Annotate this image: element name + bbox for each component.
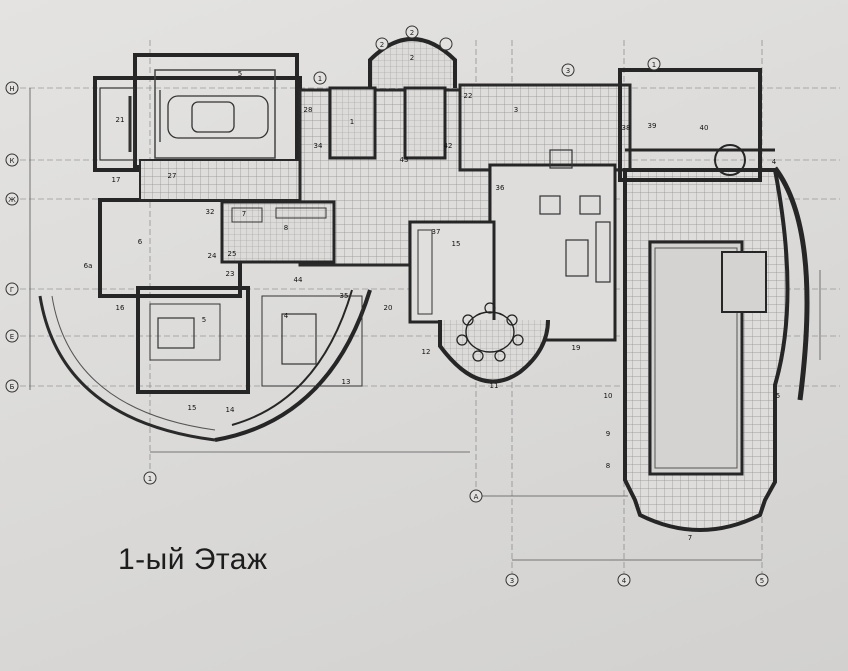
label-bath-8: 8 (284, 224, 288, 232)
label-room-14: 14 (226, 406, 235, 414)
label-room-7: 7 (688, 534, 692, 542)
label-room-12: 12 (422, 348, 431, 356)
car-outline (159, 90, 269, 142)
garage (133, 53, 299, 169)
top-marker-2b: 2 (410, 29, 414, 37)
label-bath-7: 7 (242, 210, 246, 218)
label-room-1: 1 (350, 118, 354, 126)
curved-gallery (214, 289, 372, 442)
label-room-43: 43 (400, 156, 409, 164)
bottom-marker-4: 4 (622, 577, 627, 585)
dimension-lines (29, 88, 821, 561)
floor-caption: 1-ый Этаж (118, 543, 268, 576)
label-room-20: 20 (384, 304, 393, 312)
grid-marker-circles (5, 25, 769, 587)
label-room-22: 22 (464, 92, 473, 100)
label-room-39: 39 (648, 122, 657, 130)
left-terrace-arc (38, 295, 216, 442)
label-room-4b: 4 (772, 158, 777, 166)
label-room-3: 3 (514, 106, 518, 114)
label-room-8b: 8 (606, 462, 610, 470)
label-hall-17: 17 (112, 176, 121, 184)
label-room-10: 10 (604, 392, 613, 400)
label-dining-11: 11 (490, 382, 499, 390)
label-room-35: 35 (340, 292, 349, 300)
bottom-marker-5: 5 (760, 577, 764, 585)
label-room-42: 42 (444, 142, 453, 150)
label-room-9: 9 (606, 430, 610, 438)
bottom-marker-3: 3 (510, 577, 514, 585)
label-room-4: 4 (284, 312, 289, 320)
label-garage: 21 (116, 116, 125, 124)
label-room-13: 13 (342, 378, 351, 386)
top-marker-1b: 1 (652, 61, 656, 69)
label-garage-top: 5 (238, 70, 242, 78)
round-shower (714, 144, 746, 176)
label-room-6a: 6а (84, 262, 93, 270)
living-room (488, 163, 617, 342)
label-room-28: 28 (304, 106, 313, 114)
right-upper-block (618, 68, 762, 182)
label-room-44: 44 (294, 276, 303, 284)
label-corridor-27: 27 (168, 172, 177, 180)
stair-tower (368, 37, 457, 88)
label-room-23: 23 (226, 270, 235, 278)
label-room-25: 25 (228, 250, 237, 258)
left-marker-g: Г (10, 286, 14, 294)
top-marker-3: 3 (566, 67, 570, 75)
bottom-marker-1: 1 (148, 475, 152, 483)
left-marker-zh: Ж (8, 196, 16, 204)
label-room-6: 6 (138, 238, 143, 246)
left-marker-n: Н (9, 85, 14, 93)
label-bedroom-5: 5 (202, 316, 206, 324)
left-marker-e: Е (10, 333, 14, 341)
label-room-19: 19 (572, 344, 581, 352)
label-room-16: 16 (116, 304, 125, 312)
label-room-34: 34 (314, 142, 323, 150)
label-room-40: 40 (700, 124, 709, 132)
label-room-38: 38 (622, 124, 631, 132)
label-living-15: 15 (452, 240, 461, 248)
label-room-5b: 5 (776, 392, 780, 400)
bottom-marker-a: А (474, 493, 479, 501)
room-4-box (261, 295, 363, 387)
label-room-37: 37 (432, 228, 441, 236)
kitchen-room (408, 220, 496, 324)
label-room-24: 24 (208, 252, 217, 260)
top-marker-2a: 2 (380, 41, 384, 49)
label-room-15: 15 (188, 404, 197, 412)
label-room-36: 36 (496, 184, 505, 192)
dining-bay (438, 319, 550, 384)
bath-block (220, 200, 336, 264)
top-marker-1: 1 (318, 75, 322, 83)
left-marker-k: К (10, 157, 15, 165)
label-room-32: 32 (206, 208, 215, 216)
left-marker-b: Б (10, 383, 15, 391)
label-room-2: 2 (410, 54, 414, 62)
